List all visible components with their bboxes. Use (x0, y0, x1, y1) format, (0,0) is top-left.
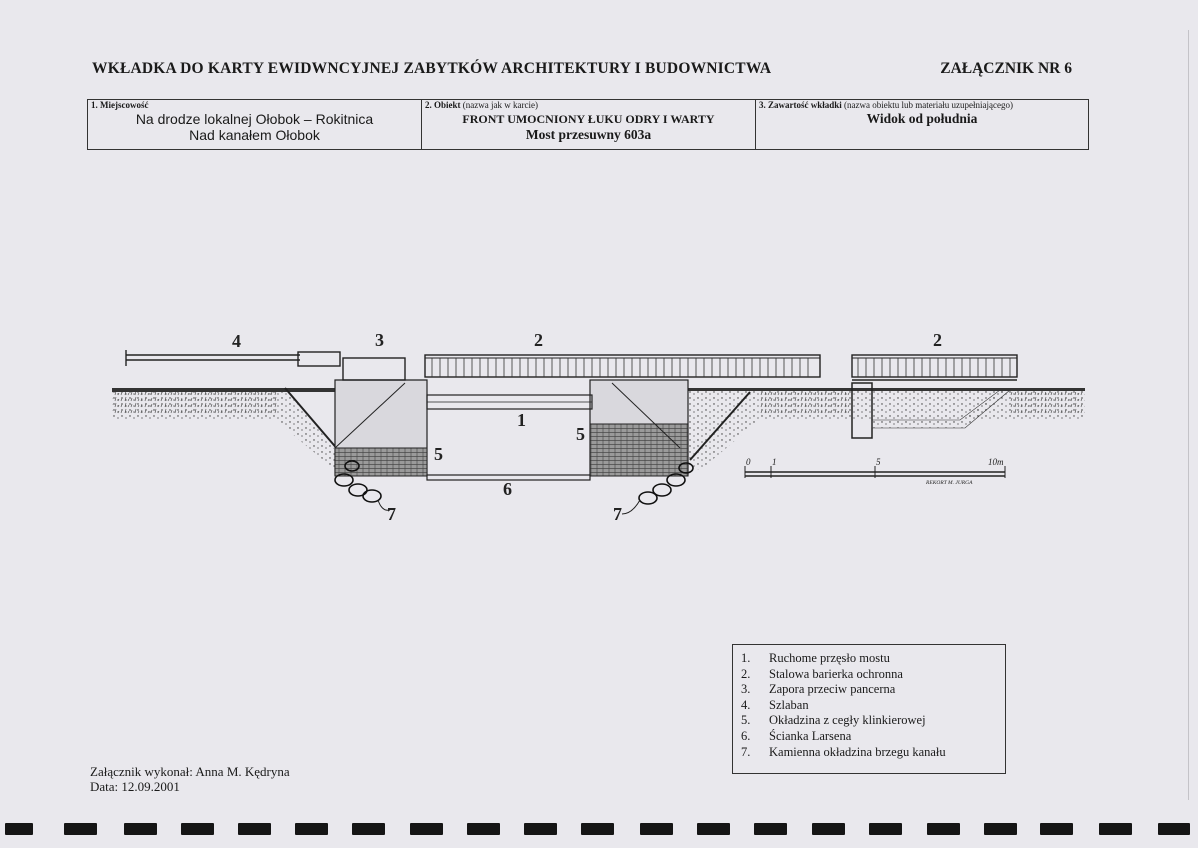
punch-hole (984, 823, 1017, 835)
punch-hole (64, 823, 97, 835)
locality-line1: Na drodze lokalnej Ołobok – Rokitnica (135, 111, 374, 127)
annex-number: ZAŁĄCZNIK NR 6 (940, 60, 1072, 77)
object-label-note: (nazwa jak w karcie) (462, 100, 538, 110)
callout-leaders (377, 499, 641, 515)
punch-hole (352, 823, 385, 835)
legend-box: 1.Ruchome przęsło mostu 2.Stalowa barier… (732, 644, 1006, 774)
page-edge-line (1188, 30, 1189, 800)
legend-item: 4.Szlaban (741, 697, 809, 712)
punch-hole (467, 823, 500, 835)
callout-4: 4 (232, 331, 241, 351)
credits-date: Data: 12.09.2001 (90, 779, 180, 794)
ground-profile (112, 382, 1085, 472)
locality-cell: 1. Miejscowość Na drodze lokalnej Ołobok… (87, 99, 422, 150)
locality-label: 1. Miejscowość (91, 100, 149, 110)
scale-tick-1: 1 (772, 457, 777, 467)
legend-item: 3.Zapora przeciw pancerna (741, 682, 896, 697)
contents-label-note: (nazwa obiektu lub materiału uzupełniają… (844, 100, 1013, 110)
scale-author: REKORT M. JURGA (925, 480, 973, 486)
punch-hole (1158, 823, 1190, 835)
punch-hole (581, 823, 614, 835)
punch-hole (410, 823, 443, 835)
punch-hole (238, 823, 271, 835)
legend-item: 6.Ścianka Larsena (741, 728, 852, 743)
barrier-and-gate (125, 350, 406, 381)
callout-6: 6 (503, 479, 512, 499)
punch-hole (524, 823, 557, 835)
object-cell: 2. Obiekt (nazwa jak w karcie) FRONT UMO… (421, 99, 756, 150)
callout-numbers: 1 2 2 3 4 5 5 6 7 7 (232, 330, 942, 524)
punch-hole (812, 823, 845, 835)
object-line2: Most przesuwny 603a (525, 127, 652, 142)
locality-line2: Nad kanałem Ołobok (189, 127, 320, 143)
scale-tick-10: 10m (988, 457, 1004, 467)
legend-item: 7.Kamienna okładzina brzegu kanału (741, 744, 946, 759)
punch-hole (927, 823, 960, 835)
punch-hole (295, 823, 328, 835)
callout-7b: 7 (613, 504, 622, 524)
contents-line1: Widok od południa (866, 111, 978, 126)
object-line1: FRONT UMOCNIONY ŁUKU ODRY I WARTY (462, 112, 715, 126)
punch-hole (1099, 823, 1132, 835)
callout-2a: 2 (534, 330, 543, 350)
callout-3: 3 (375, 330, 384, 350)
punch-hole (5, 823, 33, 835)
punch-hole (124, 823, 157, 835)
punch-hole (640, 823, 673, 835)
punch-hole (697, 823, 730, 835)
callout-5a: 5 (434, 444, 443, 464)
legend-item: 5.Okładzina z cegły klinkierowej (741, 713, 926, 728)
scale-tick-5: 5 (876, 457, 881, 467)
punch-hole (869, 823, 902, 835)
info-table: 1. Miejscowość Na drodze lokalnej Ołobok… (87, 99, 1089, 150)
movable-span (426, 394, 593, 410)
stone-lining (334, 460, 694, 505)
scale-tick-0: 0 (746, 457, 751, 467)
document-title: WKŁADKA DO KARTY EWIDWNCYJNEJ ZABYTKÓW A… (92, 60, 772, 77)
contents-cell: 3. Zawartość wkładki (nazwa obiektu lub … (755, 99, 1089, 150)
abutments (334, 379, 689, 477)
object-label: 2. Obiekt (425, 100, 461, 110)
credits-author: Załącznik wykonał: Anna M. Kędryna (90, 764, 290, 779)
punch-hole (181, 823, 214, 835)
callout-1: 1 (517, 410, 526, 430)
punch-hole (1040, 823, 1073, 835)
punch-hole (754, 823, 787, 835)
credits: Załącznik wykonał: Anna M. Kędryna Data:… (90, 764, 290, 794)
callout-2b: 2 (933, 330, 942, 350)
callout-5b: 5 (576, 424, 585, 444)
contents-label: 3. Zawartość wkładki (759, 100, 842, 110)
scale-bar: 0 1 5 10m REKORT M. JURGA (744, 457, 1006, 486)
legend-list: 1.Ruchome przęsło mostu 2.Stalowa barier… (741, 651, 1005, 760)
legend-item: 2.Stalowa barierka ochronna (741, 666, 903, 681)
legend-item: 1.Ruchome przęsło mostu (741, 651, 890, 665)
steel-railings (424, 354, 1018, 381)
document-header: WKŁADKA DO KARTY EWIDWNCYJNEJ ZABYTKÓW A… (92, 60, 1072, 84)
larsen-sheet-pile (426, 474, 591, 481)
callout-7a: 7 (387, 504, 396, 524)
